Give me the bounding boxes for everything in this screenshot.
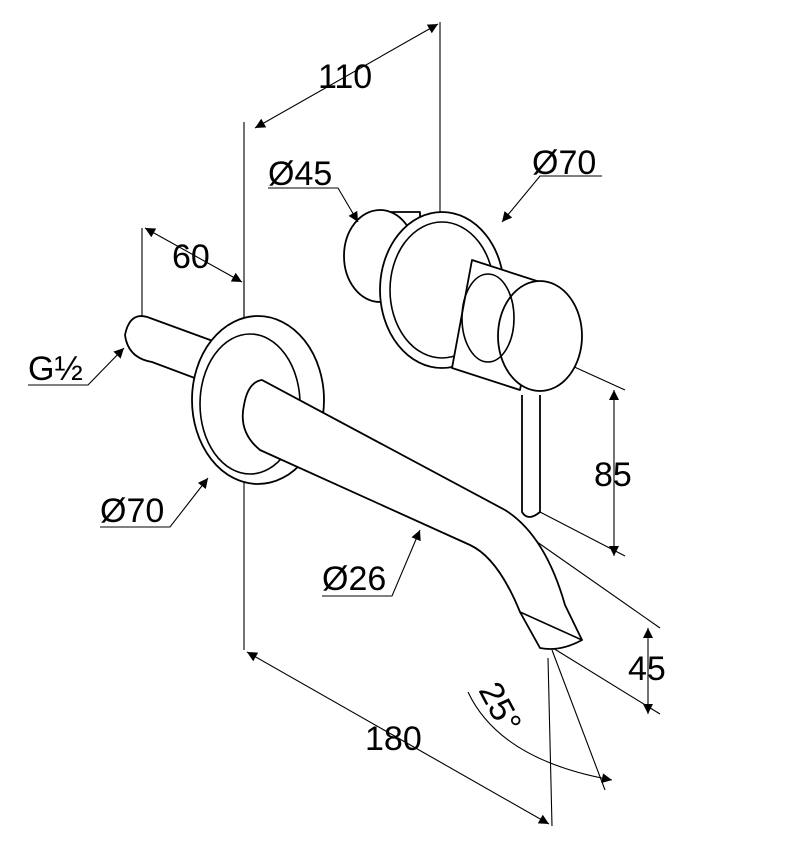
- extension-lines: [141, 22, 661, 827]
- label-handle-dia: Ø45: [268, 155, 332, 193]
- label-front-rosette-dia: Ø70: [100, 492, 164, 530]
- label-45: 45: [628, 650, 666, 688]
- lever: [521, 395, 541, 518]
- label-60: 60: [172, 238, 210, 276]
- label-85: 85: [594, 456, 632, 494]
- spout: [241, 379, 583, 650]
- label-spout-dia: Ø26: [322, 560, 386, 598]
- label-110: 110: [318, 58, 372, 96]
- spout-assembly: [124, 315, 583, 650]
- mixer-handle-assembly: [343, 209, 583, 518]
- dimension-lines: [28, 23, 653, 825]
- label-rear-rosette-dia: Ø70: [532, 144, 596, 182]
- dimension-labels: 110 Ø70 Ø45 60 G½ Ø70 Ø26 85 45 180 25°: [28, 58, 666, 758]
- label-180: 180: [365, 720, 422, 758]
- label-25-deg: 25°: [471, 676, 529, 739]
- label-thread: G½: [28, 350, 83, 388]
